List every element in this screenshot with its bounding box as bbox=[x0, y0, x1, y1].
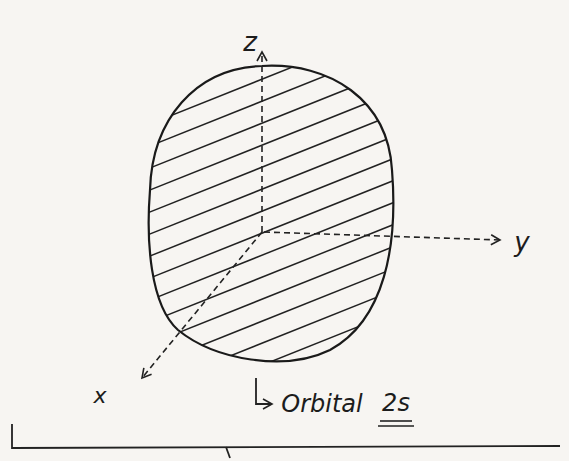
hatch-line bbox=[120, 258, 420, 378]
hatch-line bbox=[120, 0, 420, 70]
hatch-line bbox=[120, 0, 420, 26]
hatch-line bbox=[120, 0, 420, 92]
pointer-arrow bbox=[256, 378, 272, 404]
axis-label: x bbox=[93, 385, 106, 407]
hatch-line bbox=[120, 82, 420, 202]
z-axis bbox=[261, 52, 263, 232]
hatch-line bbox=[120, 170, 420, 290]
hatch-line bbox=[120, 346, 420, 461]
hatch-line bbox=[120, 0, 420, 4]
x-axis bbox=[142, 232, 262, 378]
hatch-line bbox=[120, 192, 420, 312]
hatch-line bbox=[120, 0, 420, 48]
hatch-line bbox=[120, 412, 420, 461]
orbital-label: 2s bbox=[382, 391, 410, 415]
hatch-line bbox=[120, 16, 420, 136]
orbital-label: Orbital bbox=[281, 392, 362, 416]
axis-label: z bbox=[243, 29, 257, 55]
hatch-line bbox=[120, 0, 420, 114]
sphere-outline bbox=[149, 66, 394, 362]
y-axis bbox=[264, 232, 500, 240]
hatch-line bbox=[120, 390, 420, 461]
double-underline bbox=[378, 425, 414, 427]
hatch-line bbox=[120, 104, 420, 224]
hatch-line bbox=[120, 456, 420, 461]
hatch-line bbox=[120, 126, 420, 246]
hatching bbox=[120, 0, 420, 461]
hatch-line bbox=[120, 38, 420, 158]
hatch-line bbox=[120, 324, 420, 444]
bracket-tick bbox=[226, 447, 230, 458]
hatch-line bbox=[120, 60, 420, 180]
double-underline bbox=[380, 420, 412, 422]
hatch-line bbox=[120, 148, 420, 268]
axis-label: y bbox=[514, 229, 529, 255]
hatch-line bbox=[120, 236, 420, 356]
bracket bbox=[12, 424, 560, 448]
